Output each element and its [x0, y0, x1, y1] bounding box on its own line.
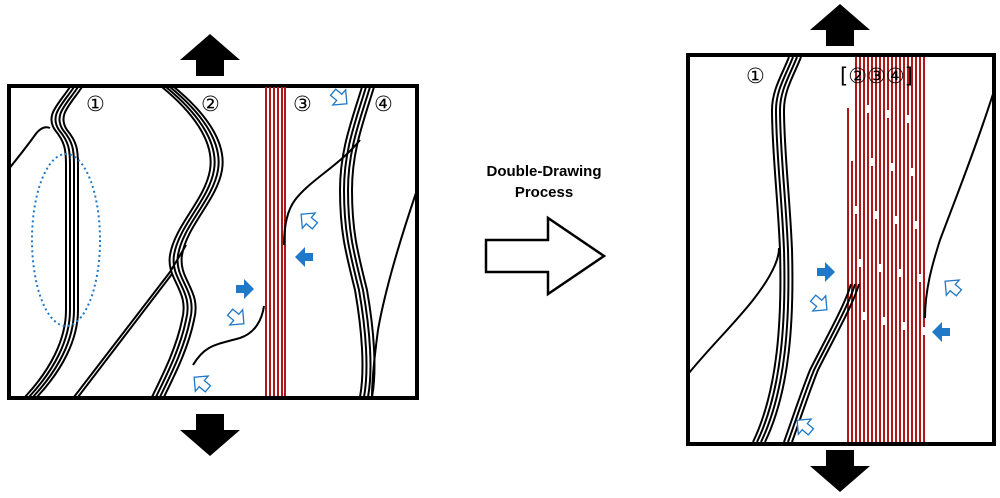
fault-splay-4 [924, 93, 994, 319]
label-fault-4: ④ [374, 92, 393, 116]
overlap-zone-ellipse [31, 153, 101, 327]
fault-splay-4 [371, 189, 418, 398]
extension-arrow-down-icon [810, 450, 870, 492]
fault-link-1-2b [77, 273, 173, 398]
after-panel: ① [②③④] [686, 4, 996, 492]
merged-fault-bundle-red [847, 57, 925, 442]
fault-bundle-1 [752, 56, 802, 443]
fault-splay-1 [7, 126, 51, 171]
label-fault-3: ③ [293, 92, 312, 116]
extension-arrow-up-icon [810, 4, 870, 46]
label-fault-2: ② [201, 92, 220, 116]
process-title-line2: Process [515, 184, 573, 201]
label-fault-1: ① [86, 92, 105, 116]
process-indicator: Double-Drawing Process [484, 163, 607, 297]
process-arrow-icon [484, 215, 607, 297]
process-title-line1: Double-Drawing [487, 163, 602, 180]
fault-splay-1 [688, 247, 780, 374]
label-fault-1: ① [746, 64, 765, 88]
extension-arrow-up-icon [180, 34, 240, 76]
after-frame [686, 53, 996, 446]
before-panel: ① ② ③ ④ [7, 34, 419, 456]
fault-link-lower [783, 283, 860, 443]
fault-bundle-3-red [265, 87, 286, 396]
extension-arrow-down-icon [180, 414, 240, 456]
label-merged-faults: [②③④] [840, 64, 913, 88]
fault-bundle-2 [151, 86, 224, 398]
fault-bundle-4 [338, 86, 376, 398]
fault-link-2-3 [192, 305, 265, 366]
